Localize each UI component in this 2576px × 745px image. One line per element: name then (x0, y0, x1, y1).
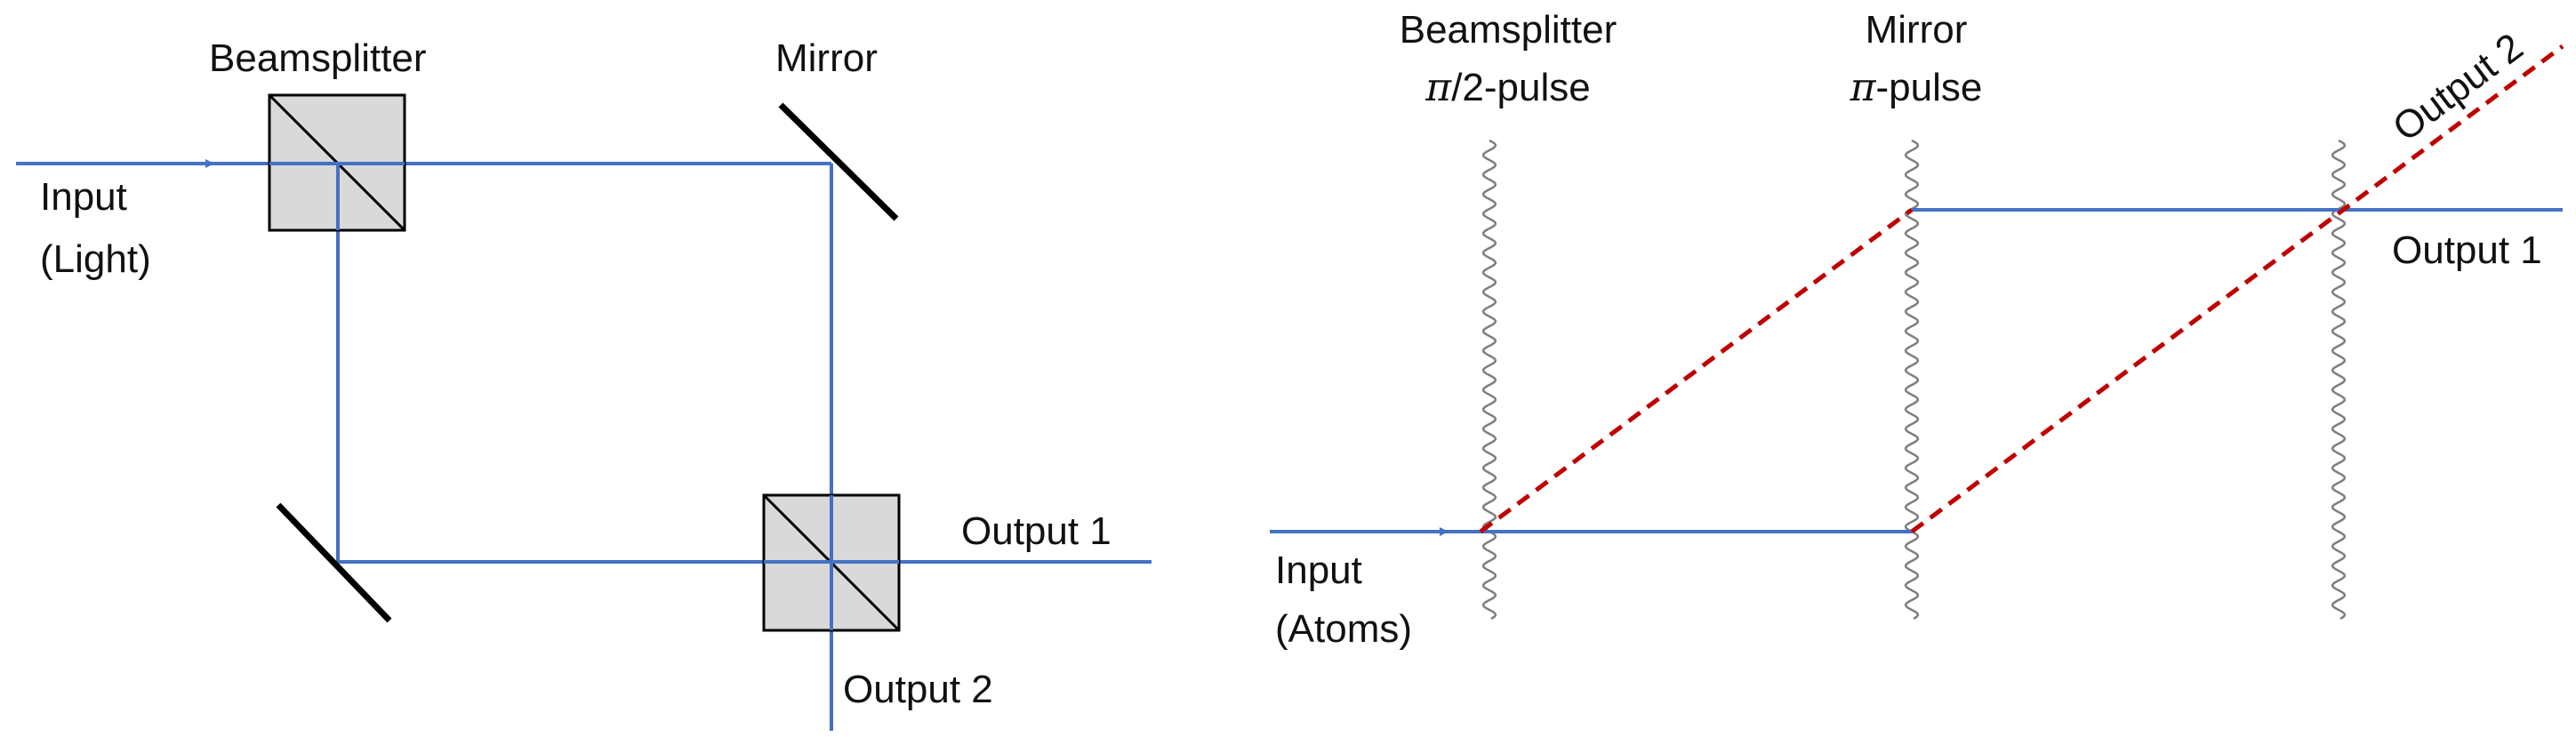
optical-input-sublabel: (Light) (40, 237, 151, 281)
optical-output1-label: Output 1 (961, 509, 1111, 553)
atom-output1-label: Output 1 (2392, 228, 2542, 272)
atom-input-sublabel: (Atoms) (1275, 607, 1412, 651)
atom-beamsplitter-pulse-label: π/2-pulse (1424, 65, 1590, 110)
pulse-suffix: /2-pulse (1451, 66, 1591, 109)
mirror-top-right (778, 102, 899, 221)
atom-interferometer: Beamsplitter π/2-pulse Mirror π-pulse In… (1270, 8, 2564, 651)
atom-dashed-path-2 (1910, 44, 2564, 534)
atom-input-label: Input (1275, 549, 1362, 592)
optical-input-label: Input (40, 175, 127, 219)
laser-pulse-wave-1 (1481, 139, 1497, 621)
laser-pulse-wave-2 (1904, 139, 1920, 621)
atom-beamsplitter-label: Beamsplitter (1400, 8, 1617, 52)
atom-solid-paths (1270, 208, 2563, 536)
optical-beams (16, 159, 1152, 731)
atom-mirror-pulse-label: π-pulse (1850, 65, 1983, 110)
optical-interferometer: Beamsplitter Mirror Input (Light) Output… (16, 36, 1152, 731)
optical-output2-label: Output 2 (843, 668, 993, 711)
atom-dashed-path-1 (1479, 207, 1914, 534)
laser-pulse-wave-3 (2331, 139, 2347, 621)
atom-mirror-label: Mirror (1866, 8, 1968, 52)
optical-beamsplitter-label: Beamsplitter (209, 36, 427, 80)
optical-mirror-label: Mirror (775, 36, 878, 80)
pi-symbol: π (1850, 65, 1877, 110)
pi-symbol: π (1424, 65, 1452, 110)
pulse-suffix: -pulse (1876, 66, 1983, 109)
atom-dashed-paths (1479, 44, 2564, 534)
mirror-bottom-left (276, 502, 392, 623)
